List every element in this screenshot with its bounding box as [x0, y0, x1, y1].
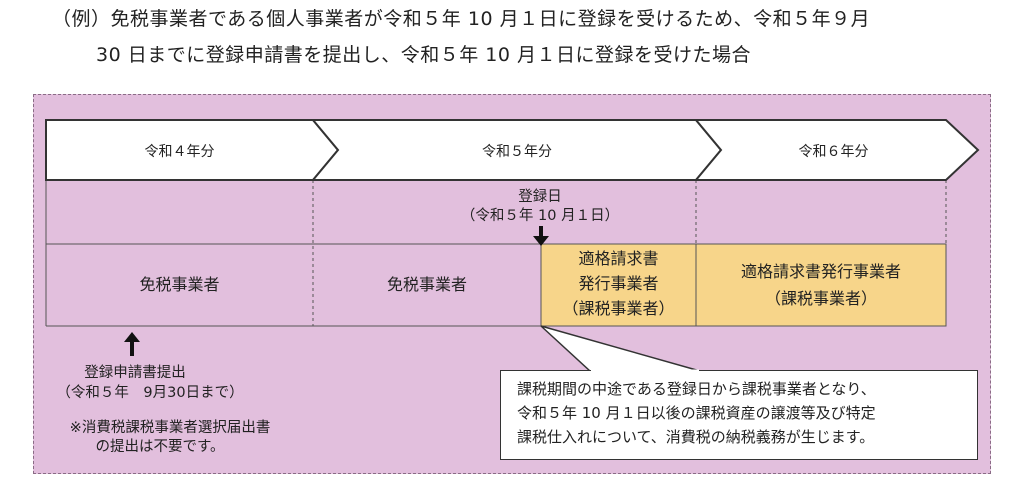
callout-box: 課税期間の中途である登録日から課税事業者となり、 令和５年 10 月１日以後の課… — [500, 370, 978, 460]
application-note-1: ※消費税課税事業者選択届出書 — [69, 420, 271, 436]
registration-arrow-head — [533, 236, 549, 246]
application-title: 登録申請書提出 — [84, 365, 186, 381]
y6-box — [695, 243, 947, 327]
registration-date-value: （令和５年 10 月１日） — [460, 208, 620, 224]
application-note-2: の提出は不要です。 — [95, 439, 225, 455]
application-arrow-head — [124, 332, 140, 342]
y5-after-line-3: （課税事業者） — [562, 299, 675, 318]
y6-line-2: （課税事業者） — [764, 289, 877, 308]
y5-before-label: 免税事業者 — [386, 275, 467, 294]
application-deadline: （令和５年 9月30日まで） — [56, 385, 244, 401]
y6-line-1: 適格請求書発行事業者 — [740, 262, 901, 281]
year6-label: 令和６年分 — [798, 144, 869, 160]
callout-pointer — [540, 325, 701, 372]
year5-label: 令和５年分 — [482, 144, 552, 160]
y5-after-line-2: 発行事業者 — [578, 274, 659, 293]
year6-arrow — [693, 119, 980, 181]
registration-date-label: 登録日 — [518, 189, 562, 205]
y5-after-line-1: 適格請求書 — [578, 249, 659, 268]
callout-line-1: 課税期間の中途である登録日から課税事業者となり、 — [517, 380, 876, 398]
header-line-2: 30 日までに登録申請書を提出し、令和５年 10 月１日に登録を受けた場合 — [96, 44, 751, 66]
year4-label: 令和４年分 — [144, 144, 215, 160]
callout-line-2: 令和５年 10 月１日以後の課税資産の譲渡等及び特定 — [517, 404, 876, 422]
callout-line-3: 課税仕入れについて、消費税の納税義務が生じます。 — [517, 428, 875, 446]
y4-status-label: 免税事業者 — [139, 275, 220, 294]
header-line-1: （例）免税事業者である個人事業者が令和５年 10 月１日に登録を受けるため、令和… — [52, 8, 871, 30]
